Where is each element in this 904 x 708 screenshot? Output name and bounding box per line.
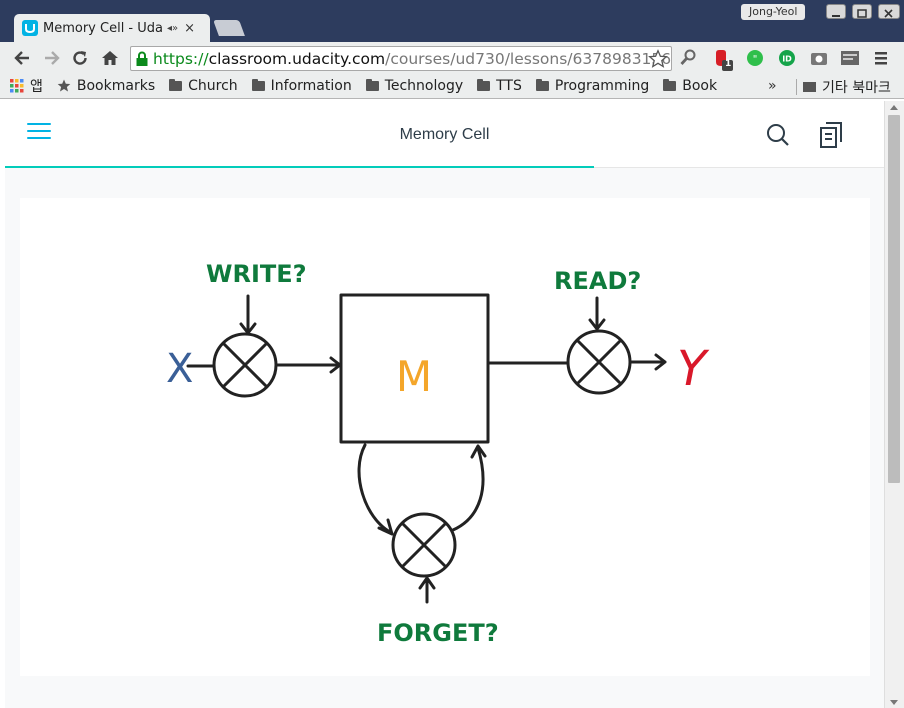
- adblock-extension-icon[interactable]: 1: [712, 49, 733, 71]
- bookmark-bookmarks[interactable]: Bookmarks: [57, 78, 155, 94]
- star-icon: [57, 79, 71, 92]
- hamburger-menu-icon[interactable]: [27, 123, 51, 143]
- profile-button[interactable]: Jong-Yeol: [741, 4, 806, 20]
- extension-badge: 1: [725, 59, 732, 69]
- lesson-header: Memory Cell: [5, 101, 884, 168]
- tab-close-icon[interactable]: ×: [184, 20, 196, 36]
- forget-control-arrow: [418, 576, 436, 604]
- svg-text:ID: ID: [782, 55, 792, 64]
- home-icon[interactable]: [100, 48, 120, 68]
- folder-icon: [169, 79, 183, 91]
- read-label: READ?: [554, 267, 641, 295]
- browser-tab-strip: Memory Cell - Uda ◂» × Jong-Yeol: [0, 0, 904, 42]
- folder-icon: [251, 79, 265, 91]
- scroll-down-arrow-icon[interactable]: [890, 700, 898, 705]
- folder-icon: [535, 79, 549, 91]
- divider: [796, 78, 797, 95]
- bookmark-star-icon[interactable]: [648, 49, 668, 69]
- bookmark-label: TTS: [496, 78, 522, 94]
- forward-icon[interactable]: [42, 48, 62, 68]
- read-to-output-arrow: [629, 353, 667, 371]
- bookmark-label: Church: [188, 78, 238, 94]
- input-label: X: [166, 346, 193, 392]
- address-bar[interactable]: https://classroom.udacity.com/courses/ud…: [130, 46, 672, 71]
- svg-text:": ": [753, 54, 758, 65]
- bookmark-apps-label: 앱: [30, 79, 43, 95]
- maximize-button[interactable]: [852, 4, 872, 19]
- bookmark-label: Bookmarks: [76, 78, 156, 94]
- other-bookmarks-folder[interactable]: 기타 북마크: [796, 74, 891, 99]
- folder-icon: [477, 79, 491, 91]
- output-label: Y: [677, 341, 710, 397]
- other-bookmarks-label: 기타 북마크: [822, 79, 891, 96]
- browser-tab[interactable]: Memory Cell - Uda ◂» ×: [14, 14, 210, 42]
- bookmark-folder-church[interactable]: Church: [169, 78, 238, 94]
- bookmark-folder-information[interactable]: Information: [251, 78, 352, 94]
- evernote-extension-icon[interactable]: ": [746, 49, 764, 67]
- bookmark-label: Information: [270, 78, 352, 94]
- bookmark-folder-programming[interactable]: Programming: [535, 78, 650, 94]
- memory-label: M: [396, 352, 432, 401]
- forget-loop-right: [451, 444, 487, 532]
- minimize-button[interactable]: [826, 4, 846, 19]
- forget-label: FORGET?: [377, 619, 499, 647]
- apps-grid-icon: [10, 79, 24, 93]
- bookmark-folder-technology[interactable]: Technology: [365, 78, 464, 94]
- page-title: Memory Cell: [399, 126, 490, 143]
- search-extension-icon[interactable]: [679, 49, 697, 67]
- scroll-up-arrow-icon[interactable]: [890, 105, 898, 110]
- back-icon[interactable]: [12, 48, 32, 68]
- notes-icon[interactable]: [818, 121, 844, 149]
- id-extension-icon[interactable]: ID: [778, 49, 796, 67]
- camera-extension-icon[interactable]: [810, 49, 828, 67]
- memory-cell-diagram: X Y M WRITE? READ? FORGET?: [166, 260, 710, 647]
- scrollbar-thumb[interactable]: [888, 115, 900, 483]
- address-url: https://classroom.udacity.com/courses/ud…: [153, 49, 672, 68]
- udacity-logo-icon: [22, 20, 38, 36]
- search-icon[interactable]: [765, 122, 791, 148]
- lesson-progress-fill: [5, 166, 594, 168]
- folder-icon: [663, 79, 677, 91]
- folder-icon: [365, 79, 379, 91]
- folder-icon: [803, 81, 816, 92]
- bookmark-label: Book: [682, 78, 718, 94]
- browser-toolbar: https://classroom.udacity.com/courses/ud…: [0, 42, 904, 74]
- reload-icon[interactable]: [70, 48, 90, 68]
- new-tab-button[interactable]: [213, 20, 245, 36]
- write-control-arrow: [239, 294, 257, 335]
- memory-box: [339, 293, 490, 444]
- write-label: WRITE?: [206, 260, 307, 288]
- read-control-arrow: [588, 296, 606, 331]
- bookmarks-overflow-button[interactable]: »: [768, 78, 777, 94]
- audio-playing-icon[interactable]: ◂»: [167, 22, 179, 34]
- lesson-progress-bar: [5, 166, 594, 168]
- bookmarks-bar: 앱 Bookmarks Church Information Technolog…: [0, 74, 904, 99]
- write-to-memory-arrow: [275, 356, 342, 374]
- page-viewport: Memory Cell: [5, 101, 884, 708]
- page-scrollbar[interactable]: [884, 101, 904, 708]
- bookmark-label: Technology: [384, 78, 464, 94]
- bookmark-folder-tts[interactable]: TTS: [477, 78, 522, 94]
- close-window-button[interactable]: [878, 4, 900, 19]
- tools-extension-icon[interactable]: [840, 49, 859, 67]
- lesson-video-frame[interactable]: X Y M WRITE? READ? FORGET?: [20, 198, 870, 676]
- forget-loop-left: [357, 443, 394, 536]
- lock-icon: [135, 51, 149, 67]
- bookmark-folder-book[interactable]: Book: [663, 78, 717, 94]
- bookmark-label: Programming: [554, 78, 650, 94]
- chrome-menu-icon[interactable]: [872, 49, 890, 67]
- tab-title: Memory Cell - Uda: [43, 20, 163, 36]
- bookmark-apps[interactable]: 앱: [10, 76, 43, 96]
- forget-gate-icon: [391, 512, 457, 578]
